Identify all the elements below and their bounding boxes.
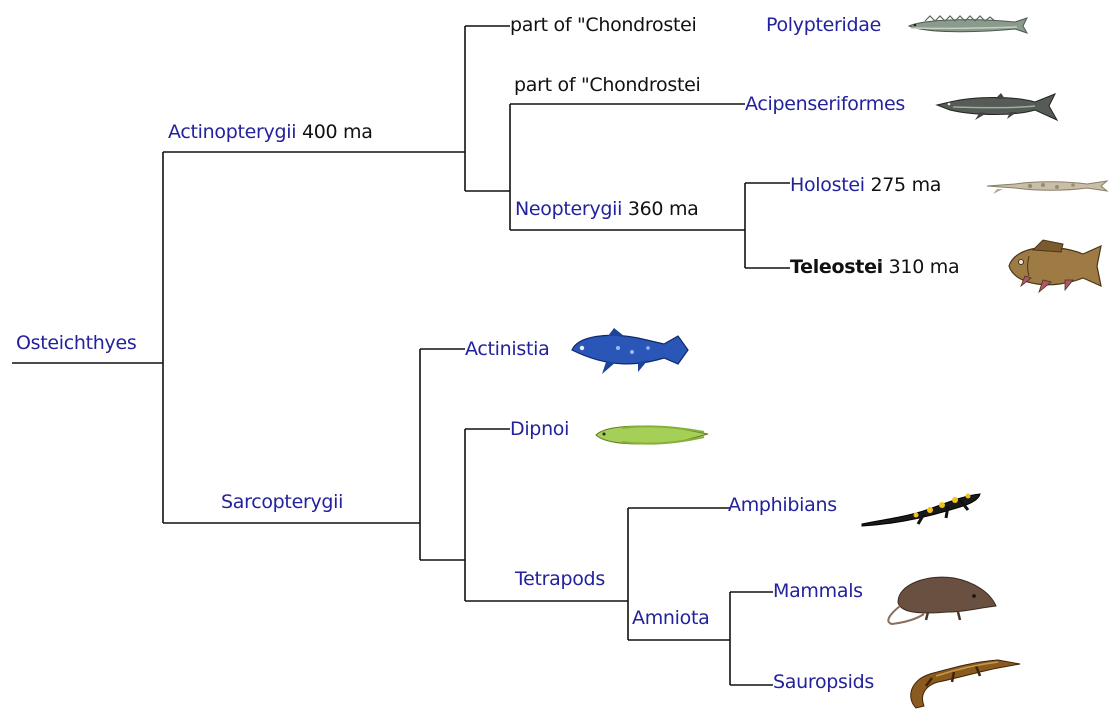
label-osteichthyes[interactable]: Osteichthyes	[16, 332, 137, 354]
label-amniota[interactable]: Amniota	[632, 607, 709, 629]
label-chondrostei-2: part of "Chondrostei	[514, 74, 700, 96]
lungfish-image	[592, 420, 712, 450]
label-acipenseriformes[interactable]: Acipenseriformes	[745, 93, 905, 115]
label-neopterygii-group: Neopterygii 360 ma	[515, 198, 699, 220]
label-teleostei-group: Teleostei 310 ma	[790, 256, 959, 278]
label-holostei-group: Holostei 275 ma	[790, 174, 941, 196]
age-holostei: 275 ma	[870, 174, 941, 196]
label-dipnoi[interactable]: Dipnoi	[510, 418, 569, 440]
label-polypteridae[interactable]: Polypteridae	[766, 14, 881, 36]
label-teleostei[interactable]: Teleostei	[790, 256, 883, 278]
label-actinopterygii-group: Actinopterygii 400 ma	[168, 121, 373, 143]
label-sarcopterygii[interactable]: Sarcopterygii	[221, 491, 343, 513]
label-holostei[interactable]: Holostei	[790, 174, 865, 196]
crocodile-image	[902, 650, 1024, 710]
label-tetrapods[interactable]: Tetrapods	[515, 568, 605, 590]
age-teleostei: 310 ma	[889, 256, 960, 278]
polypterus-fish-image	[905, 12, 1030, 38]
label-actinistia[interactable]: Actinistia	[465, 338, 549, 360]
label-actinopterygii[interactable]: Actinopterygii	[168, 121, 296, 143]
shrew-image	[878, 562, 998, 628]
label-sauropsids[interactable]: Sauropsids	[773, 671, 874, 693]
label-amphibians[interactable]: Amphibians	[728, 494, 837, 516]
label-chondrostei-1: part of "Chondrostei	[510, 14, 696, 36]
carp-fish-image	[1003, 236, 1115, 296]
coelacanth-image	[568, 328, 692, 374]
gar-fish-image	[985, 174, 1110, 198]
label-mammals[interactable]: Mammals	[773, 580, 863, 602]
age-actinopterygii: 400 ma	[302, 121, 373, 143]
age-neopterygii: 360 ma	[628, 198, 699, 220]
sturgeon-fish-image	[935, 90, 1060, 124]
label-neopterygii[interactable]: Neopterygii	[515, 198, 622, 220]
salamander-image	[860, 484, 984, 530]
